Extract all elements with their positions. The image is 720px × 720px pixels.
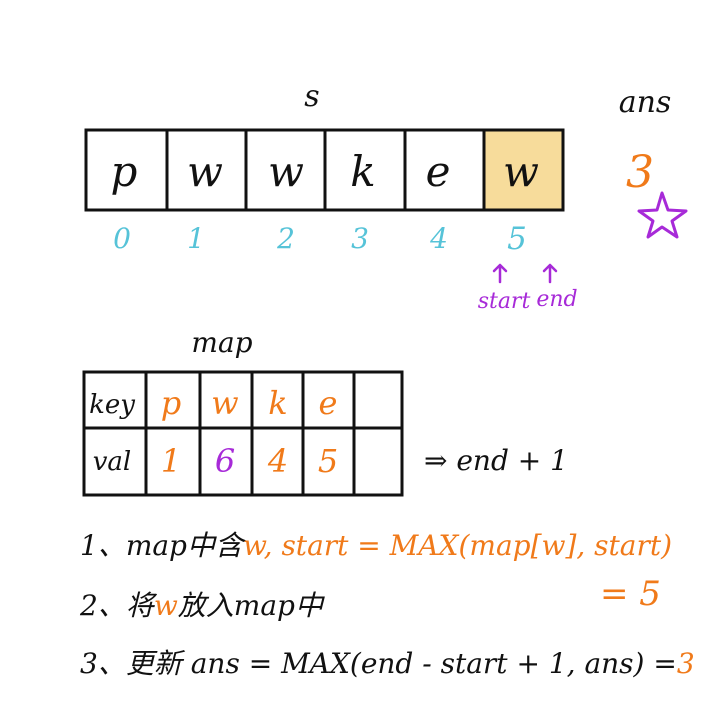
step-2-suffix: 放入map中 bbox=[178, 589, 325, 622]
map-val-1: 6 bbox=[215, 442, 235, 480]
map-table: key val p w k e 1 6 4 5 bbox=[82, 370, 404, 497]
map-val-0: 1 bbox=[161, 442, 181, 480]
step-1-mid: w bbox=[243, 529, 267, 562]
string-cell-0: p bbox=[111, 147, 138, 196]
index-1: 1 bbox=[187, 222, 205, 255]
ans-label: ans bbox=[619, 85, 672, 120]
start-pointer-label: start bbox=[478, 289, 531, 314]
string-array: p w w k e w bbox=[84, 128, 565, 212]
end-arrow-icon bbox=[542, 263, 558, 284]
string-cell-1: w bbox=[187, 147, 223, 196]
map-key-0: p bbox=[161, 384, 181, 422]
index-2: 2 bbox=[276, 222, 295, 255]
map-val-2: 4 bbox=[267, 442, 288, 480]
end-plus-one-note: ⇒ end + 1 bbox=[424, 444, 568, 477]
step-1-prefix: 1、map中含 bbox=[80, 529, 246, 562]
pointer-arrows bbox=[492, 263, 558, 284]
step-1-suffix: , start = MAX(map[w], start) bbox=[264, 529, 672, 562]
index-3: 3 bbox=[351, 222, 369, 255]
index-4: 4 bbox=[429, 222, 448, 255]
map-table-frame bbox=[82, 370, 404, 497]
map-key-3: e bbox=[319, 384, 338, 422]
string-cell-3: k bbox=[350, 147, 375, 196]
index-0: 0 bbox=[113, 222, 131, 255]
step-3-result: 3 bbox=[677, 647, 695, 680]
step-3-prefix: 3、更新 ans = MAX(end - start + 1, ans) = bbox=[80, 647, 677, 680]
step-3-text: 3、更新 ans = MAX(end - start + 1, ans) =3 bbox=[80, 647, 695, 680]
highlight-cell-5 bbox=[484, 130, 563, 210]
string-cell-5: w bbox=[503, 147, 539, 196]
star-icon bbox=[637, 191, 688, 239]
step-2-text: 2、将w放入map中 bbox=[79, 589, 325, 622]
map-val-label: val bbox=[93, 447, 132, 477]
ans-value: 3 bbox=[626, 147, 654, 198]
map-key-2: k bbox=[268, 384, 287, 422]
index-row: 0 1 2 3 4 5 bbox=[113, 221, 527, 257]
map-key-1: w bbox=[211, 384, 238, 422]
start-arrow-icon bbox=[492, 263, 508, 284]
step-2-prefix: 2、将 bbox=[79, 589, 158, 622]
end-pointer-label: end bbox=[536, 287, 577, 312]
map-title: map bbox=[191, 326, 252, 359]
step-1-text: 1、map中含w, start = MAX(map[w], start) bbox=[80, 529, 672, 562]
map-val-3: 5 bbox=[318, 442, 338, 480]
step-2-mid: w bbox=[154, 589, 178, 622]
step-1-result: = 5 bbox=[600, 574, 661, 614]
map-key-label: key bbox=[89, 390, 135, 420]
index-5: 5 bbox=[507, 221, 527, 257]
string-label: s bbox=[304, 79, 319, 114]
string-cell-4: e bbox=[426, 147, 451, 196]
string-cell-2: w bbox=[268, 147, 304, 196]
